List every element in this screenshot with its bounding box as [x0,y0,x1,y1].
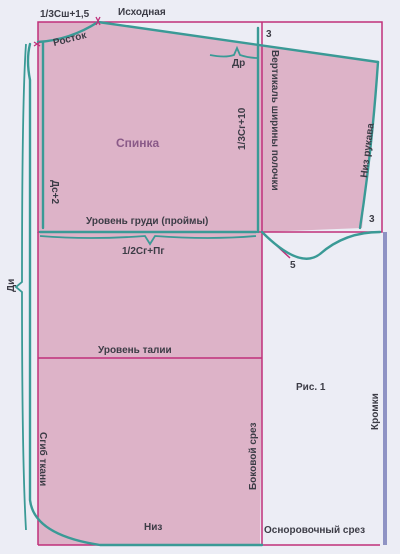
point-five-label: 5 [290,260,296,271]
chest-width-label: 1/2Сг+Пг [122,246,164,257]
back-length-label: Дс+2 [49,180,60,205]
sleeve-bottom-curve [358,60,380,230]
top-measure-label: 1/3Сш+1,5 [40,9,90,20]
base-cut-label: Осноровочный срез [264,525,365,536]
corner-sleeve-label: 3 [369,214,375,225]
corner-top-label: 3 [266,29,272,40]
length-brace [14,43,27,531]
hem-label: Низ [144,522,162,533]
shoulder-length-label: Др [232,58,245,69]
source-line-label: Исходная [118,7,166,18]
fold-label: Сгиб ткани [37,432,49,486]
pattern-piece [38,22,378,545]
selvedge-bar [383,232,387,545]
vertical-width-label: Вертикаль ширины полочки [269,50,280,191]
figure-label: Рис. 1 [296,382,326,393]
braces [14,43,259,531]
chest-level-label: Уровень груди (проймы) [86,216,208,227]
side-seam-label: Боковой срез [248,422,259,490]
back-label: Спинка [116,136,160,150]
side-contour [26,42,264,547]
contour-lines [26,20,382,547]
shoulder-line [96,20,380,64]
neck-point-mark [33,16,101,47]
armhole-curve [260,230,382,260]
shoulder-brace [209,45,259,59]
armhole-depth-label: 1/3Сг+10 [237,107,248,150]
waist-level-label: Уровень талии [98,345,172,356]
product-length-label: Ди [6,279,17,292]
labels: 1/3Сш+1,5 Исходная Росток Др 3 Вертикаль… [6,7,381,536]
selvedges-label: Кромки [370,393,381,430]
chest-brace [39,235,257,246]
